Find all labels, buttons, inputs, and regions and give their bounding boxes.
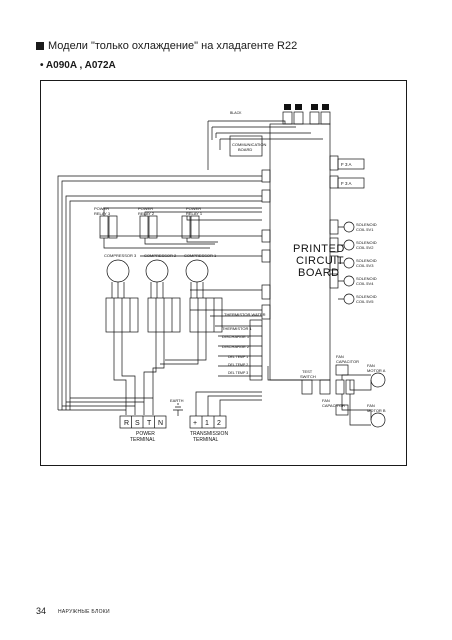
compressor-2-label: COMPRESSOR 2: [144, 253, 177, 258]
solenoid-3-line2: COIL 5V3: [356, 263, 374, 268]
thermistor-water-label: THERMISTOR WATER: [224, 312, 266, 317]
solenoid-1-line2: COIL 5V1: [356, 227, 374, 232]
solenoid-2-line1: SOLENOID: [356, 240, 377, 245]
page-number: 34: [36, 606, 47, 616]
solenoid-5-line2: COIL 5V5: [356, 299, 374, 304]
bullet-square-icon: [36, 42, 44, 50]
communication-board-box: [229, 135, 263, 157]
fuse-2-label: F 3 A: [341, 181, 352, 186]
model-names: A090A , A072A: [45, 60, 116, 71]
model-line: • A090A , A072A: [40, 60, 116, 71]
relay-3-line2: RELAY 3: [94, 211, 111, 216]
relay-2-line2: RELAY 2: [138, 211, 155, 216]
test-switch-line1: TEST: [302, 369, 313, 374]
diagram-frame: [40, 80, 407, 466]
transmission-terminal-line1: TRANSMISSION: [190, 431, 228, 437]
pcb-label-line1: PRINTED: [293, 243, 345, 255]
terminal-1: 1: [205, 420, 209, 427]
solenoid-3-line1: SOLENOID: [356, 258, 377, 263]
fan-cap-a-line2: CAPACITOR: [336, 359, 359, 364]
relay-1-line2: RELAY 1: [186, 211, 203, 216]
terminal-plus: +: [193, 420, 197, 427]
discharge-1-label: DISCHARGE 1: [222, 334, 250, 339]
discharge-2-label: DISCHARGE 2: [222, 344, 250, 349]
power-terminal-line1: POWER: [136, 431, 155, 437]
footer-section: НАРУЖНЫЕ БЛОКИ: [58, 609, 110, 615]
pcb-top-connectors: [282, 111, 331, 125]
thermistor-1-label: THERMISTOR 1: [222, 326, 252, 331]
section-heading: Модели "только охлаждение" на хладагенте…: [36, 40, 297, 52]
transmission-terminal-line2: TERMINAL: [193, 437, 219, 443]
fan-cap-b-line1: FAN: [322, 398, 330, 403]
solenoid-4-line1: SOLENOID: [356, 276, 377, 281]
power-terminal-line2: TERMINAL: [130, 437, 156, 443]
relay-2-line1: POWER: [138, 206, 153, 211]
fan-motor-a-line1: FAN: [367, 363, 375, 368]
terminal-n: N: [158, 420, 163, 427]
terminal-2: 2: [217, 420, 221, 427]
solenoid-1-line1: SOLENOID: [356, 222, 377, 227]
del-temp-1-label: DEL TEMP 1: [228, 355, 248, 359]
pcb-label-line2: CIRCUIT: [296, 255, 344, 267]
del-temp-2-label: DEL TEMP 2: [228, 363, 248, 367]
fan-cap-a-line1: FAN: [336, 354, 344, 359]
fan-cap-b-line2: CAPACITOR: [322, 403, 345, 408]
solenoid-5-line1: SOLENOID: [356, 294, 377, 299]
relay-1-line1: POWER: [186, 206, 201, 211]
black-wire-label: BLACK: [230, 111, 242, 115]
fuse-1-label: F 3 A: [341, 162, 352, 167]
section-title: Модели "только охлаждение" на хладагенте…: [48, 40, 298, 52]
fan-motor-b-line2: MOTOR B: [367, 408, 386, 413]
comm-board-label-2: BOARD: [238, 147, 252, 152]
wiring-diagram: PRINTED CIRCUIT BOARD COMMUNICATION BOAR…: [57, 104, 386, 443]
earth-label: EARTH: [170, 398, 184, 403]
terminal-s: S: [135, 420, 140, 427]
relay-3-line1: POWER: [94, 206, 109, 211]
comm-board-label-1: COMMUNICATION: [232, 142, 266, 147]
compressor-3-label: COMPRESSOR 3: [104, 253, 137, 258]
terminal-r: R: [124, 420, 129, 427]
solenoid-4-line2: COIL 5V4: [356, 281, 374, 286]
fan-motor-b-line1: FAN: [367, 403, 375, 408]
compressor-1-label: COMPRESSOR 1: [184, 253, 217, 258]
del-temp-3-label: DEL TEMP 3: [228, 371, 248, 375]
terminal-t: T: [147, 420, 152, 427]
pcb-left-connectors: [261, 169, 271, 320]
solenoid-2-line2: COIL 5V2: [356, 245, 374, 250]
fan-motor-a-line2: MOTOR A: [367, 368, 386, 373]
test-switch-line2: SWITCH: [300, 374, 316, 379]
pcb-label-line3: BOARD: [298, 267, 340, 279]
